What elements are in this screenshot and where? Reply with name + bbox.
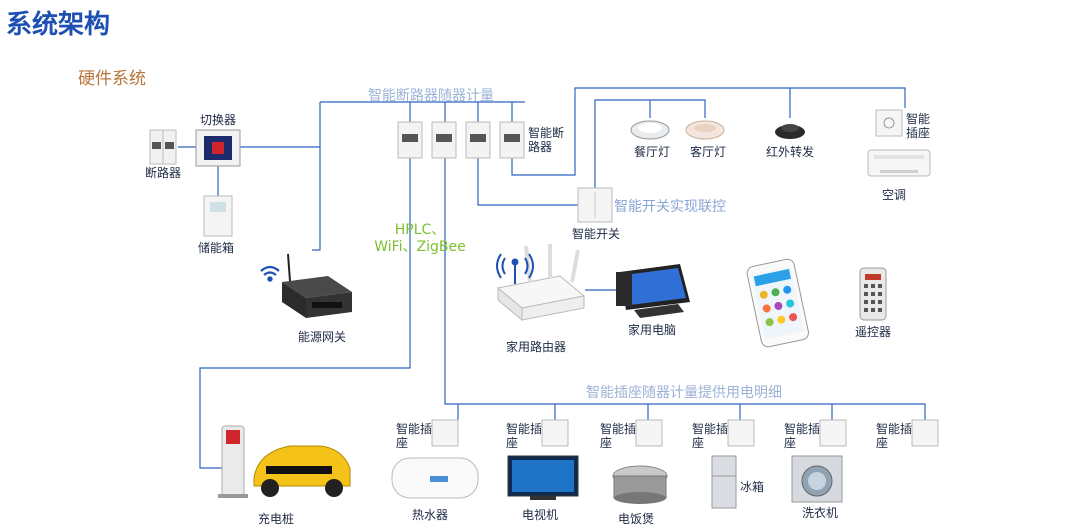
tv-icon [507,455,579,500]
storage-box-icon [203,195,233,237]
section-subtitle: 硬件系统 [78,69,146,89]
ac-label: 空调 [882,188,907,202]
rice-cooker-icon [612,465,668,504]
dining-light-icon [630,120,670,140]
fridge-icon [711,455,737,509]
socket-label-4: 智能插座 [692,422,729,450]
page-title: 系统架构 [6,10,111,40]
ir-forward-icon [775,124,805,139]
router-icon [496,244,586,322]
remote-control-icon [859,267,887,321]
switcher-icon [195,129,241,167]
computer-label: 家用电脑 [628,323,677,337]
storage-label: 储能箱 [198,241,235,255]
tv-label: 电视机 [522,508,559,522]
smart-breaker-icons [397,121,525,159]
socket-label-2: 智能插座 [506,422,543,450]
socket-icons [431,419,939,447]
smart-switch-icon [577,187,613,223]
smart-switch-label: 智能开关 [572,227,621,241]
socket-label-3: 智能插座 [600,422,637,450]
living-light-label: 客厅灯 [690,145,727,159]
comm-protocols-note: HPLC、WiFi、ZigBee [374,222,466,255]
socket-label-1: 智能插座 [396,422,433,450]
gateway-icon [282,253,352,318]
remote-label: 遥控器 [855,325,892,339]
mobile-app-icon [746,258,809,348]
rice-cooker-label: 电饭煲 [618,512,655,526]
computer-icon [616,264,690,318]
socket-label-5: 智能插座 [784,422,821,450]
breaker-icon [149,129,177,165]
ir-forward-label: 红外转发 [766,145,815,159]
air-conditioner-icon [867,149,931,177]
smart-socket-ac-label: 智能插座 [906,112,931,140]
router-label: 家用路由器 [506,340,567,354]
signal-icon [496,253,534,284]
smart-socket-icon [875,109,903,137]
car-icon [253,445,351,497]
breaker-label: 断路器 [145,166,182,180]
smart-breaker-label: 智能断路器 [528,126,565,154]
gateway-label: 能源网关 [298,330,347,344]
charger-label: 充电桩 [258,512,295,526]
living-light-icon [685,120,725,140]
socket-label-6: 智能插座 [876,422,913,450]
switcher-label: 切换器 [200,113,237,127]
fridge-label: 冰箱 [740,480,765,494]
charger-icon [218,425,248,498]
breaker-meter-note: 智能断路器随器计量 [368,88,494,104]
washer-icon [791,455,843,503]
washer-label: 洗衣机 [802,506,839,520]
socket-meter-note: 智能插座随器计量提供用电明细 [586,385,782,401]
dining-light-label: 餐厅灯 [634,145,671,159]
smart-switch-link-note: 智能开关实现联控 [614,199,726,215]
wifi-icon [260,265,280,282]
water-heater-label: 热水器 [412,508,449,522]
water-heater-icon [391,457,479,499]
